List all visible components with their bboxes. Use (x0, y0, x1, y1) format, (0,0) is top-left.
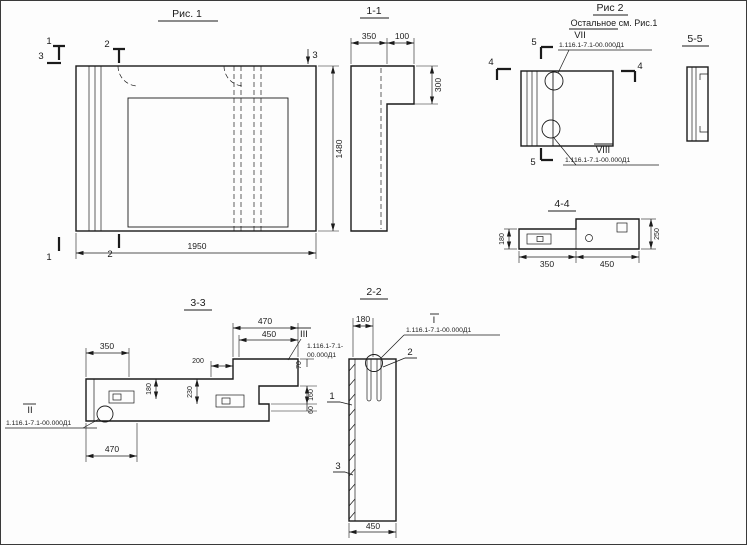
callout-ii-label: II (27, 405, 32, 416)
section-2-2-outline (348, 358, 397, 522)
section-2-2-part-labels: 1 2 3 (327, 347, 417, 476)
detail-balloon-i (365, 354, 383, 372)
part-label-1: 1 (329, 391, 334, 402)
callout-viii-ref: 1.116.1-7.1-00.000Д1 (565, 157, 631, 164)
cut-mark-3-right: 3 (312, 50, 317, 61)
cut-mark-4-left: 4 (488, 57, 493, 68)
section-3-3-dim-450: 450 (262, 329, 276, 339)
detail-balloon-ii (96, 405, 114, 423)
fig1-dim-width: 1950 (188, 241, 207, 251)
fig1-section-marks: 1 1 2 2 3 3 (38, 36, 317, 263)
callout-i: I 1.116.1-7.1-00.000Д1 (380, 313, 500, 359)
section-3-3-dimensions: 350 470 450 200 180 230 70 160 60 (85, 316, 317, 462)
callout-i-ref: 1.116.1-7.1-00.000Д1 (406, 327, 472, 334)
section-1-1-title: 1-1 (366, 5, 381, 17)
callout-ii: II 1.116.1-7.1-00.000Д1 (5, 403, 100, 429)
cut-mark-1-top: 1 (46, 36, 51, 47)
fig1-hidden-lines (117, 65, 262, 231)
callout-viii-label: VIII (596, 145, 610, 156)
callout-iii-ref-line2: 00.000Д1 (307, 352, 336, 359)
callout-iii-label: III (300, 329, 308, 340)
section-4-4-details (526, 222, 628, 249)
callout-i-label: I (433, 315, 436, 326)
section-3-3-dim-160: 160 (308, 389, 315, 401)
callout-vii-label: VII (574, 30, 586, 41)
callout-iii: III 1.116.1-7.1- 00.000Д1 (287, 327, 343, 361)
section-4-4-view: 4-4 180 250 350 450 (499, 198, 661, 269)
section-5-5-view: 5-5 (682, 33, 709, 142)
cut-mark-5-top: 5 (531, 37, 536, 48)
section-3-3-dim-200: 200 (192, 358, 204, 365)
section-1-1-dimensions: 350 100 300 (350, 31, 443, 105)
cut-mark-2-top: 2 (104, 39, 109, 50)
section-1-1-dim-100: 100 (395, 31, 409, 41)
fig1-dim-height: 1480 (334, 139, 344, 158)
section-2-2-title: 2-2 (366, 286, 381, 298)
section-3-3-view: 3-3 II 1.116.1-7.1-00.000Д1 III 1.116.1-… (5, 297, 343, 462)
section-2-2-dim-450: 450 (366, 521, 380, 531)
callout-vii: VII 1.116.1-7.1-00.000Д1 (557, 28, 652, 74)
section-4-4-dimensions: 180 250 350 450 (499, 218, 661, 269)
detail-balloon-viii (541, 119, 561, 139)
section-4-4-dim-250: 250 (654, 228, 661, 240)
cut-mark-1-bottom: 1 (46, 252, 51, 263)
section-4-4-dim-350: 350 (540, 259, 554, 269)
section-4-4-dim-450: 450 (600, 259, 614, 269)
section-1-1-dim-300: 300 (433, 78, 443, 92)
fig1-opening (127, 97, 289, 228)
section-2-2-dimensions: 180 450 (348, 314, 397, 538)
detail-balloon-vii (544, 71, 564, 91)
section-3-3-dim-350: 350 (100, 341, 114, 351)
section-2-2-dim-180: 180 (356, 314, 370, 324)
fig1-view: Рис. 1 1480 1950 (38, 8, 344, 263)
section-4-4-dim-180: 180 (499, 233, 506, 245)
section-3-3-dim-470-top: 470 (258, 316, 272, 326)
callout-iii-ref-line1: 1.116.1-7.1- (307, 343, 343, 350)
section-3-3-dim-230: 230 (187, 386, 194, 398)
section-3-3-dim-470-bottom: 470 (105, 444, 119, 454)
section-3-3-dim-180: 180 (146, 383, 153, 395)
fig2-edge-ribs (526, 71, 554, 146)
section-5-5-details (691, 67, 708, 141)
fig1-dimensions: 1480 1950 (75, 65, 344, 259)
fig1-edge-ribs (88, 66, 102, 231)
fig2-view: Рис 2 Остальное см. Рис.1 VII 1.116.1-7.… (488, 2, 659, 168)
part-label-2: 2 (407, 347, 412, 358)
fig1-title: Рис. 1 (172, 8, 202, 20)
section-3-3-dim-60: 60 (308, 406, 315, 414)
fig2-section-marks: 5 5 4 4 (488, 37, 642, 168)
section-2-2-view: 2-2 I 1.116.1-7.1-00.000Д1 (327, 286, 500, 538)
part-label-3: 3 (335, 461, 340, 472)
cut-mark-5-bottom: 5 (530, 157, 535, 168)
section-4-4-title: 4-4 (554, 198, 569, 210)
fig2-subtitle: Остальное см. Рис.1 (571, 18, 658, 28)
section-5-5-outline (686, 66, 709, 142)
section-5-5-title: 5-5 (687, 33, 702, 45)
callout-vii-ref: 1.116.1-7.1-00.000Д1 (559, 42, 625, 49)
cut-mark-3-left: 3 (38, 51, 43, 62)
callout-ii-ref: 1.116.1-7.1-00.000Д1 (6, 420, 72, 427)
callout-viii: VIII 1.116.1-7.1-00.000Д1 (553, 137, 659, 166)
cut-mark-2-bottom: 2 (107, 249, 112, 260)
section-3-3-dim-70: 70 (296, 361, 303, 369)
fig2-panel-outline (520, 70, 614, 147)
section-3-3-title: 3-3 (190, 297, 205, 309)
cut-mark-4-right: 4 (637, 61, 642, 72)
fig1-panel-outline (75, 65, 317, 232)
fig2-title: Рис 2 (597, 2, 624, 14)
section-2-2-details (348, 359, 382, 521)
section-1-1-outline (350, 65, 415, 232)
section-3-3-details (93, 379, 245, 421)
section-1-1-dim-350: 350 (362, 31, 376, 41)
section-1-1-view: 1-1 350 100 300 (350, 5, 443, 232)
